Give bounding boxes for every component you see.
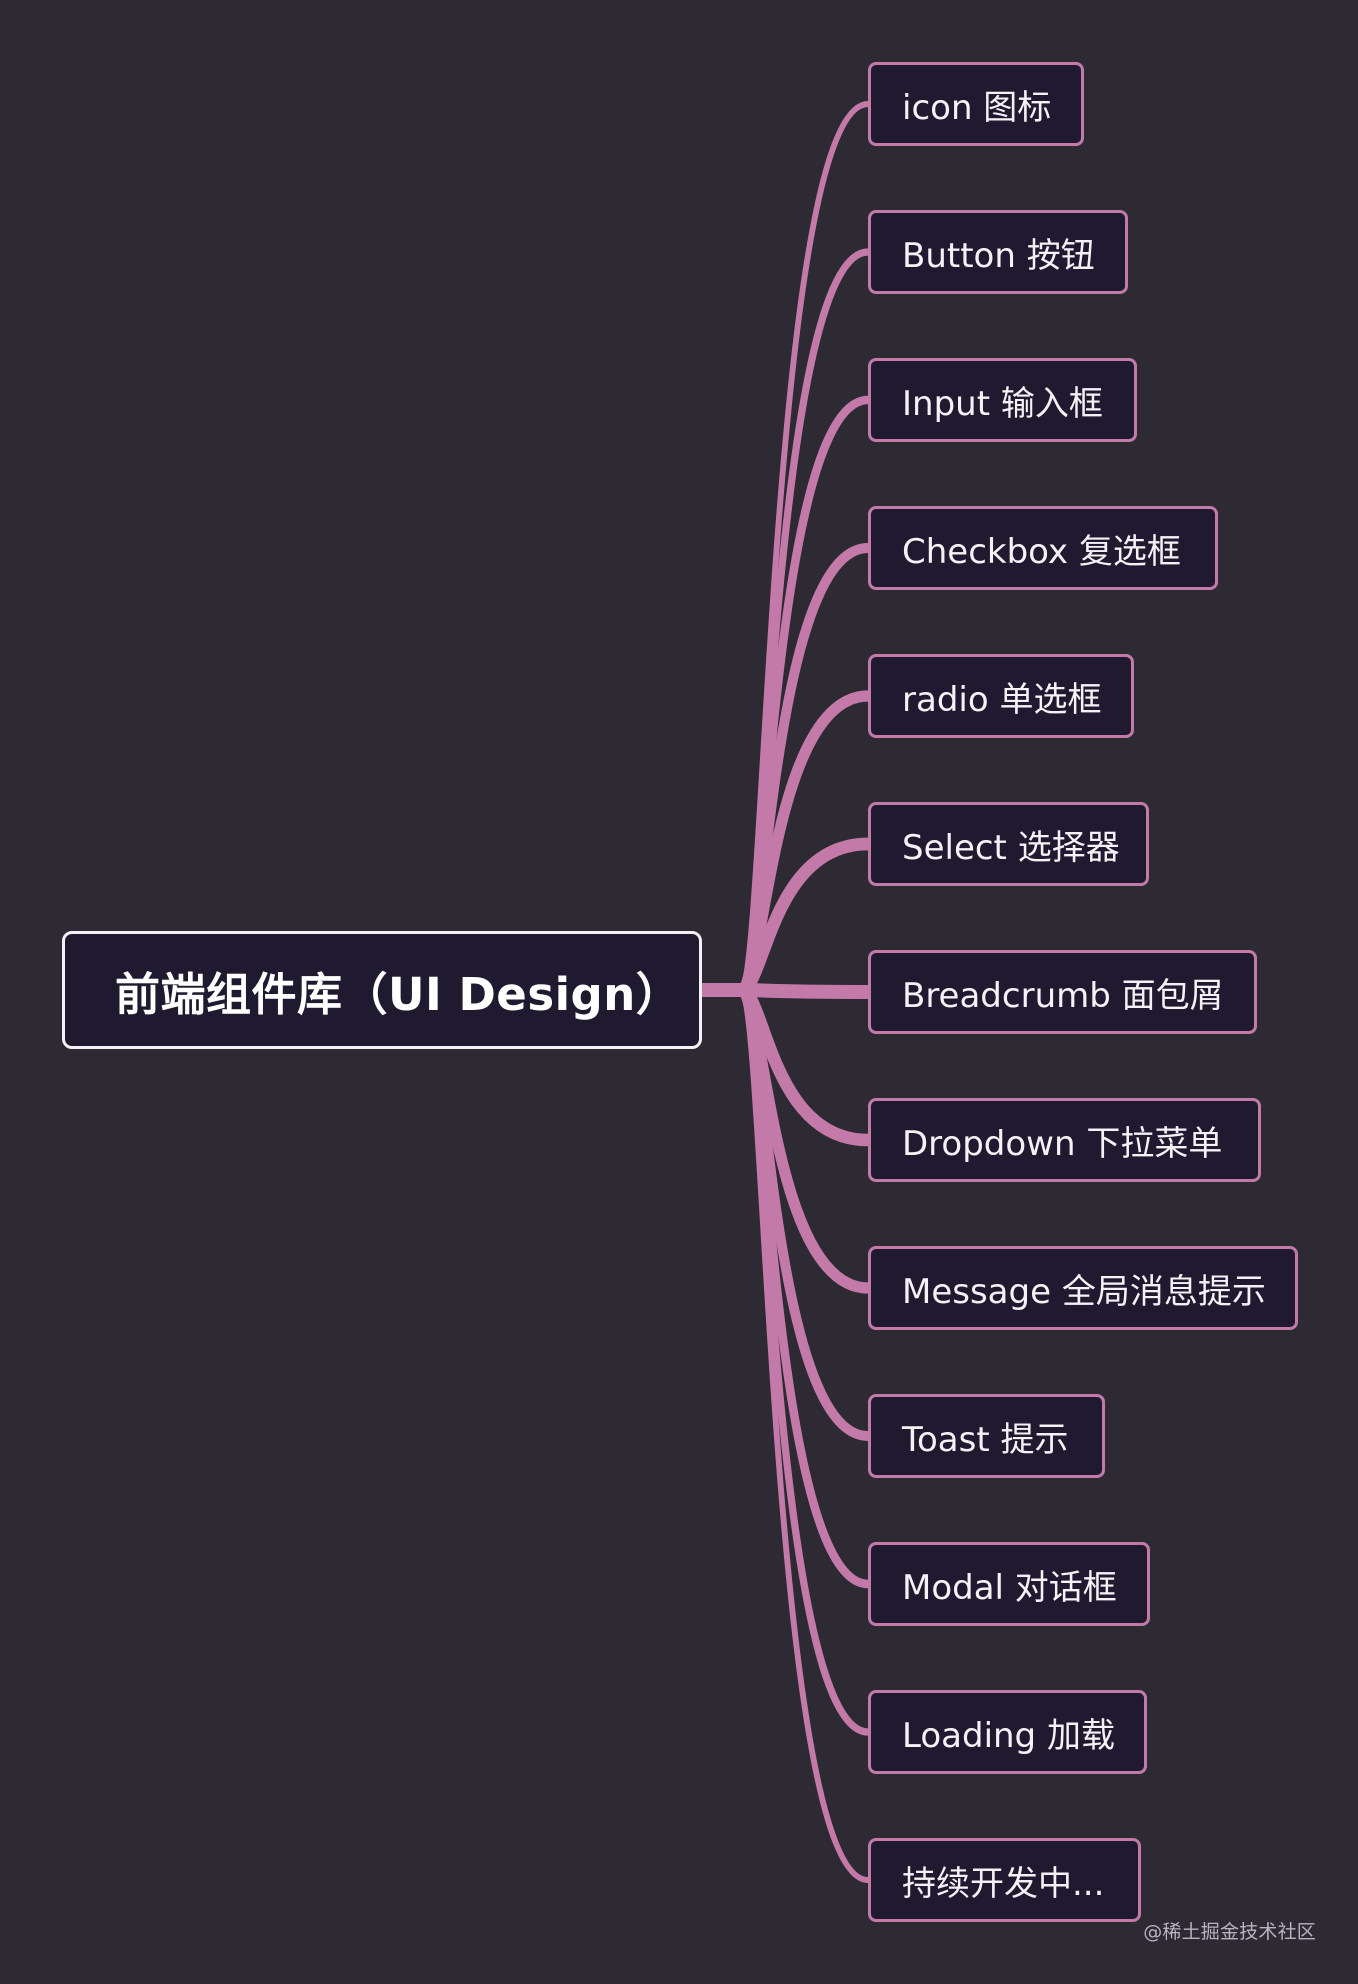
branch-curve xyxy=(738,987,871,1883)
node-radio: radio 单选框 xyxy=(868,654,1134,738)
node-checkbox: Checkbox 复选框 xyxy=(868,506,1218,590)
node-toast: Toast 提示 xyxy=(868,1394,1105,1478)
source-credit: @稀土掘金技术社区 xyxy=(1143,1921,1316,1943)
node-breadcrumb: Breadcrumb 面包屑 xyxy=(868,950,1257,1034)
node-icon: icon 图标 xyxy=(868,62,1084,146)
node-select: Select 选择器 xyxy=(868,802,1149,886)
node-dropdown: Dropdown 下拉菜单 xyxy=(868,1098,1261,1182)
branch-curve xyxy=(734,983,875,999)
node-modal: Modal 对话框 xyxy=(868,1542,1150,1626)
node-message: Message 全局消息提示 xyxy=(868,1246,1298,1330)
node-loading: Loading 加载 xyxy=(868,1690,1147,1774)
root-node: 前端组件库（UI Design） xyxy=(62,931,702,1049)
node-input: Input 输入框 xyxy=(868,358,1137,442)
node-button: Button 按钮 xyxy=(868,210,1128,294)
node-in-progress: 持续开发中... xyxy=(868,1838,1141,1922)
